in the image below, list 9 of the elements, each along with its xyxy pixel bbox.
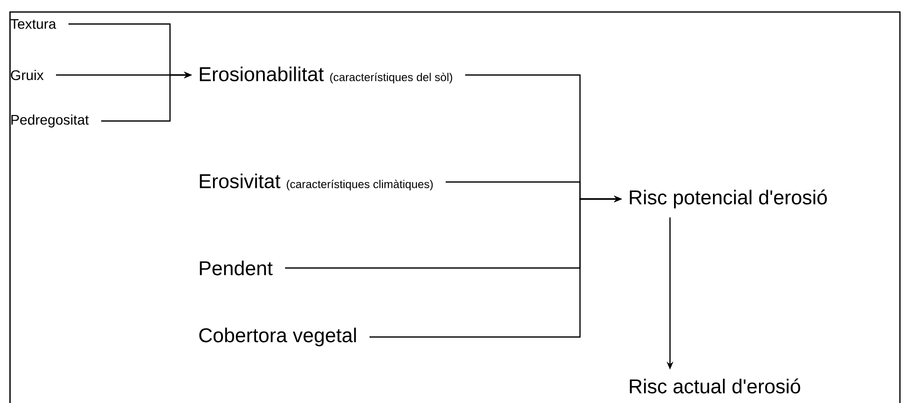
node-label: Risc potencial d'erosió	[630, 190, 827, 208]
node-label: Pedregositat	[11, 114, 89, 128]
node-label: Erosivitat (característiques climàtiques)	[200, 174, 433, 190]
node-label: Pendent	[200, 260, 273, 276]
node-label: Risc actual d'erosió	[630, 378, 800, 394]
node-label: Gruix	[11, 70, 44, 80]
node-label: Cobertora vegetal	[199, 328, 356, 346]
node-label: Erosionabilitat (característiques del sòl)	[200, 66, 452, 84]
node-label: Textura	[10, 19, 56, 29]
